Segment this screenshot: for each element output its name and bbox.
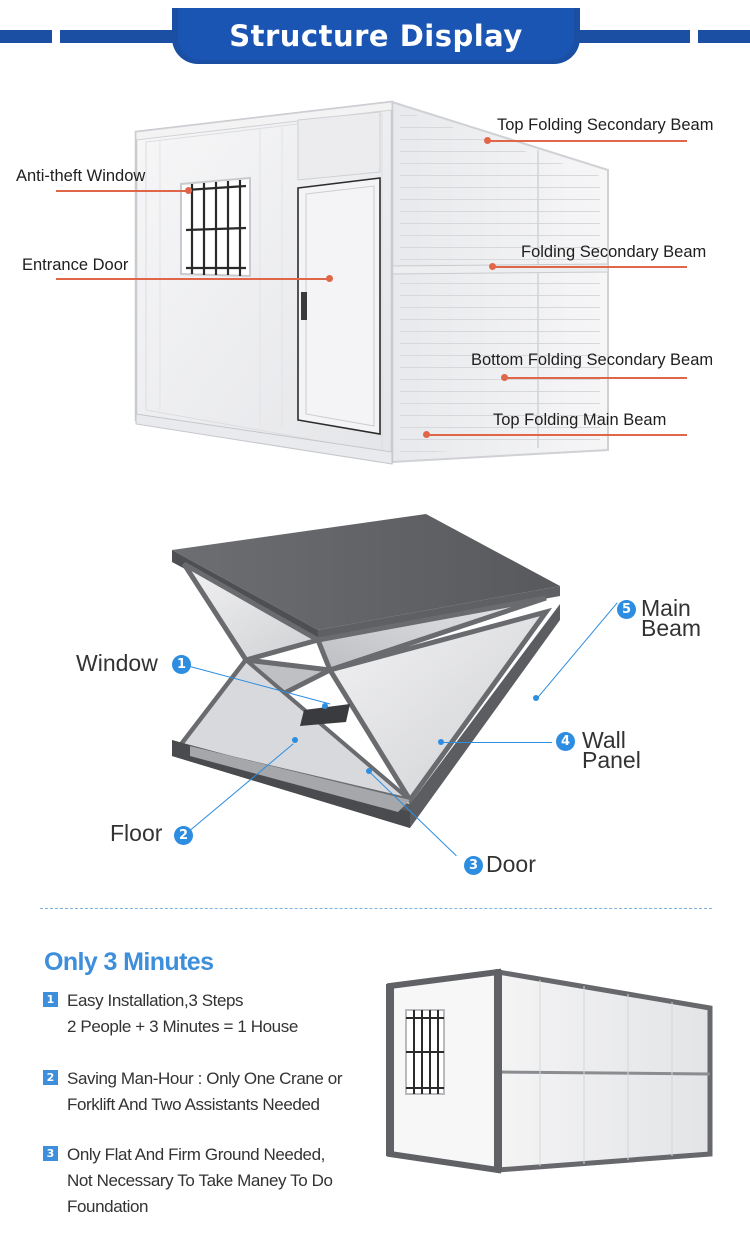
label-top-folding-main-beam: Top Folding Main Beam xyxy=(493,411,667,429)
folded-house-image xyxy=(172,514,560,828)
header-stripe xyxy=(0,30,52,43)
callout-dot xyxy=(484,137,491,144)
label-door: Door xyxy=(486,851,536,877)
callout-line xyxy=(490,140,687,142)
label-window: Window xyxy=(76,650,158,676)
header-stripe xyxy=(698,30,750,43)
label-top-folding-secondary-beam: Top Folding Secondary Beam xyxy=(497,116,714,134)
section-title: Only 3 Minutes xyxy=(44,948,214,976)
feature-line: Not Necessary To Take Maney To Do xyxy=(67,1171,333,1190)
number-badge: 4 xyxy=(556,732,575,751)
feature-line: 2 People + 3 Minutes = 1 House xyxy=(67,1017,298,1036)
callout-dot xyxy=(366,768,372,774)
label-bottom-folding-secondary-beam: Bottom Folding Secondary Beam xyxy=(471,351,714,369)
callout-dot xyxy=(438,739,444,745)
callout-line xyxy=(428,434,687,436)
callout-dot xyxy=(423,431,430,438)
header-tab: Structure Display xyxy=(172,8,580,64)
feature-text: Easy Installation,3 Steps 2 People + 3 M… xyxy=(67,988,298,1040)
structure-section: Top Folding Secondary Beam Anti-theft Wi… xyxy=(0,80,750,480)
container-photo xyxy=(386,968,713,1174)
callout-line xyxy=(56,278,330,280)
callout-dot xyxy=(292,737,298,743)
dashed-divider xyxy=(40,908,712,909)
number-badge: 2 xyxy=(174,826,193,845)
callout-dot xyxy=(322,703,328,709)
feature-line: Foundation xyxy=(67,1197,149,1216)
label-floor: Floor xyxy=(110,820,163,846)
container-house-image xyxy=(134,100,609,465)
folded-structure-section: Window 1 Floor 2 3 Door 4 Wall Panel 5 M… xyxy=(0,500,750,890)
label-wall-panel-line1: Wall xyxy=(582,727,626,753)
feature-number: 3 xyxy=(43,1146,58,1161)
number-badge: 1 xyxy=(172,655,191,674)
header-stripe xyxy=(60,30,180,43)
label-entrance-door: Entrance Door xyxy=(22,256,129,274)
label-main-beam-line2: Beam xyxy=(641,615,702,641)
label-main-beam-line1: Main xyxy=(641,595,691,621)
number-badge: 5 xyxy=(617,600,636,619)
feature-text: Saving Man-Hour : Only One Crane or Fork… xyxy=(67,1066,343,1118)
label-anti-theft-window: Anti-theft Window xyxy=(16,167,146,185)
label-folding-secondary-beam: Folding Secondary Beam xyxy=(521,243,707,261)
callout-dot xyxy=(501,374,508,381)
label-wall-panel-line2: Panel xyxy=(582,747,641,773)
callout-dot xyxy=(326,275,333,282)
feature-line: Forklift And Two Assistants Needed xyxy=(67,1095,320,1114)
callout-line xyxy=(506,377,687,379)
callout-dot xyxy=(489,263,496,270)
header-stripe xyxy=(572,30,690,43)
number-badge: 3 xyxy=(464,856,483,875)
callout-dot xyxy=(185,187,192,194)
callout-line xyxy=(442,742,552,744)
feature-line: Saving Man-Hour : Only One Crane or xyxy=(67,1069,343,1088)
feature-line: Only Flat And Firm Ground Needed, xyxy=(67,1145,325,1164)
callout-dot xyxy=(533,695,539,701)
callout-line xyxy=(494,266,687,268)
feature-number: 2 xyxy=(43,1070,58,1085)
page-title: Structure Display xyxy=(229,19,523,53)
feature-line: Easy Installation,3 Steps xyxy=(67,991,244,1010)
feature-text: Only Flat And Firm Ground Needed, Not Ne… xyxy=(67,1142,333,1220)
callout-line xyxy=(56,190,189,192)
feature-number: 1 xyxy=(43,992,58,1007)
